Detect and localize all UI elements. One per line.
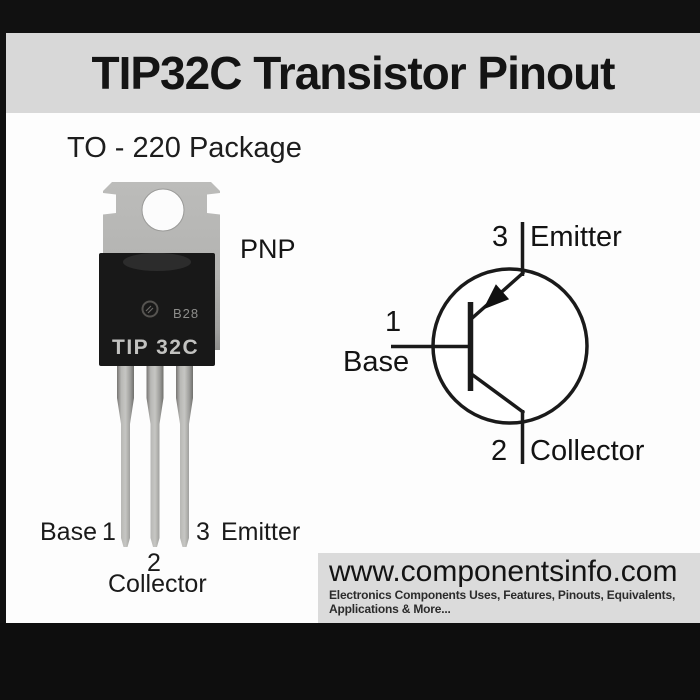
photo-pin2-number: 2 (147, 549, 161, 577)
photo-pin3-number: 3 (196, 518, 210, 546)
polarity-label: PNP (240, 234, 296, 264)
date-code-marking: B28 (173, 306, 199, 321)
package-type-label: TO - 220 Package (67, 132, 302, 164)
left-black-strip (0, 0, 6, 700)
website-url: www.componentsinfo.com (329, 555, 678, 588)
schematic-pin1-name: Base (343, 346, 410, 378)
schematic-collector-diagonal (468, 371, 525, 414)
schematic-pin2-number: 2 (491, 435, 508, 467)
leg-1-base (117, 366, 134, 547)
website-tagline-line2: Applications & More... (329, 602, 451, 617)
schematic-pin3-number: 3 (492, 221, 509, 253)
website-tagline-line1: Electronics Components Uses, Features, P… (329, 587, 676, 602)
schematic-pin2-name: Collector (530, 435, 645, 467)
top-black-bar (0, 0, 700, 33)
schematic-pin1-number: 1 (385, 306, 402, 338)
leg-3-emitter (176, 366, 193, 547)
logo-inner-mark (145, 305, 154, 314)
manufacturer-logo-mark (141, 300, 159, 318)
website-box: www.componentsinfo.com Electronics Compo… (318, 553, 700, 623)
part-number-marking: TIP 32C (112, 336, 199, 359)
page-title: TIP32C Transistor Pinout (91, 47, 616, 99)
body-highlight (123, 253, 191, 271)
transistor-schematic (391, 222, 589, 464)
photo-pin1-name: Base (40, 518, 97, 546)
transistor-package-photo: B28 TIP 32C (99, 182, 220, 547)
leg-2-collector (146, 366, 164, 547)
bottom-black-bar (0, 623, 700, 700)
photo-pin3-name: Emitter (221, 518, 301, 546)
photo-pin2-name: Collector (108, 570, 207, 598)
mounting-hole (141, 188, 185, 232)
photo-pin1-number: 1 (102, 518, 116, 546)
schematic-pnp-arrow (483, 284, 510, 310)
title-banner: TIP32C Transistor Pinout (6, 33, 700, 113)
schematic-pin3-name: Emitter (530, 221, 622, 253)
